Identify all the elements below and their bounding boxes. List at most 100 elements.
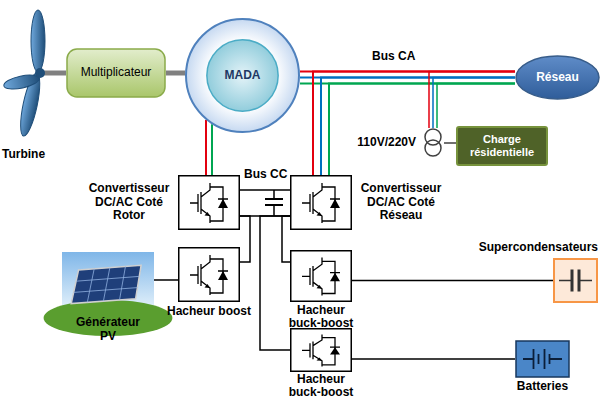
turbine-hub bbox=[35, 68, 45, 78]
connector bbox=[429, 72, 515, 129]
transformer-coil bbox=[425, 140, 441, 156]
supercapacitor-box: Supercondensateurs bbox=[553, 258, 598, 303]
node-label: MADA bbox=[225, 69, 261, 83]
node-label: Réseau bbox=[536, 71, 579, 85]
node-label: 110V/220V bbox=[357, 136, 416, 150]
pv-panel-picture: Générateur PV bbox=[62, 252, 154, 312]
node-label: Turbine bbox=[2, 148, 45, 162]
capacitor-plate bbox=[578, 270, 581, 292]
supercap-outline bbox=[554, 259, 597, 302]
label-anchor: Bus CC bbox=[244, 168, 287, 182]
converter-box: Convertisseur DC/AC Coté Réseau bbox=[290, 175, 352, 230]
node-label: Supercondensateurs bbox=[479, 241, 598, 255]
emitter-arrow bbox=[317, 285, 323, 289]
wire bbox=[240, 216, 250, 262]
wire bbox=[437, 84, 515, 129]
battery-outline bbox=[516, 341, 569, 377]
igbt-lines bbox=[190, 183, 228, 223]
connector bbox=[56, 73, 66, 74]
connector bbox=[444, 143, 456, 144]
supercapacitor-box-outline bbox=[553, 258, 598, 303]
bus-label: Bus CC bbox=[244, 168, 287, 182]
connector bbox=[166, 73, 185, 74]
capacitor-symbol bbox=[265, 199, 283, 205]
converter-box-outline bbox=[290, 175, 352, 230]
switch-outline bbox=[179, 248, 240, 302]
chopper-box: Hacheur buck-boost bbox=[290, 250, 352, 302]
emitter-arrow bbox=[317, 358, 323, 361]
diode-triangle bbox=[330, 347, 340, 354]
turbine-blade bbox=[3, 72, 41, 91]
node-label: Générateur PV bbox=[68, 316, 148, 344]
wire bbox=[166, 71, 185, 76]
igbt-symbol bbox=[190, 255, 228, 295]
igbt-symbol bbox=[190, 183, 228, 223]
switch-outline bbox=[291, 251, 352, 302]
gearbox-box: Multiplicateur bbox=[66, 48, 166, 98]
connector bbox=[206, 120, 212, 175]
igbt-lines bbox=[190, 255, 228, 295]
wire bbox=[211, 124, 213, 175]
connector bbox=[352, 359, 515, 360]
emitter-arrow bbox=[317, 212, 323, 216]
turbine-illustration: Turbine bbox=[2, 8, 56, 146]
wire bbox=[260, 216, 290, 350]
connector bbox=[240, 216, 250, 262]
switch-outline bbox=[291, 176, 352, 230]
switch-outline bbox=[179, 176, 240, 230]
igbt-lines bbox=[302, 334, 340, 366]
node-label: Hacheur boost bbox=[167, 305, 251, 319]
node-label: Convertisseur DC/AC Coté Réseau bbox=[358, 182, 444, 223]
load-box: Charge résidentielle bbox=[456, 126, 548, 166]
wire bbox=[429, 72, 515, 129]
label-anchor: Bus CA bbox=[372, 50, 415, 64]
emitter-arrow bbox=[205, 284, 211, 288]
grid-outline bbox=[516, 56, 599, 99]
chopper-box: Hacheur buck-boost bbox=[290, 328, 352, 372]
chopper-box: Hacheur boost bbox=[178, 247, 240, 302]
diode-triangle bbox=[218, 199, 228, 208]
igbt-symbol bbox=[302, 258, 340, 296]
solar-panel bbox=[71, 265, 141, 303]
connector bbox=[352, 280, 553, 281]
battery-symbol bbox=[523, 349, 562, 369]
battery-box: Batteries bbox=[515, 340, 570, 378]
node-label: Convertisseur DC/AC Coté Rotor bbox=[86, 182, 172, 223]
chopper-box-outline bbox=[178, 247, 240, 302]
connector bbox=[154, 280, 178, 281]
chopper-box-outline bbox=[290, 328, 352, 372]
switch-outline bbox=[291, 329, 352, 372]
wire bbox=[205, 120, 207, 175]
gearbox-outline bbox=[67, 49, 165, 97]
node-label: Hacheur buck-boost bbox=[286, 373, 356, 399]
stator-ring bbox=[186, 19, 299, 132]
igbt-symbol bbox=[302, 334, 340, 366]
node-label: Multiplicateur bbox=[81, 66, 152, 80]
capacitor-lead bbox=[273, 190, 275, 216]
battery-box-outline bbox=[515, 340, 570, 378]
turbine-illustration-outline bbox=[2, 8, 56, 146]
wire bbox=[282, 216, 290, 262]
rotor-circle bbox=[207, 40, 278, 111]
grid-ellipse: Réseau bbox=[515, 55, 600, 100]
igbt-lines bbox=[302, 258, 340, 296]
node-label: Batteries bbox=[517, 380, 568, 394]
pv-panel-picture-outline bbox=[62, 252, 154, 312]
converter-box: Convertisseur DC/AC Coté Rotor bbox=[178, 175, 240, 230]
wire bbox=[352, 280, 553, 282]
wire bbox=[433, 78, 515, 129]
transformer-symbol-outline bbox=[422, 128, 444, 158]
connector bbox=[260, 216, 290, 350]
node-label: Charge résidentielle bbox=[461, 133, 543, 158]
transformer-symbol: 110V/220V bbox=[422, 128, 444, 158]
emitter-arrow bbox=[205, 212, 211, 216]
capacitor-plate bbox=[571, 270, 574, 292]
node-label: Hacheur buck-boost bbox=[286, 304, 356, 330]
turbine-blade bbox=[31, 10, 45, 72]
bus-label: Bus CA bbox=[372, 50, 415, 64]
diode-triangle bbox=[218, 271, 228, 280]
generator-circle: MADA bbox=[185, 18, 300, 133]
panel-grid bbox=[74, 266, 140, 302]
connector bbox=[282, 216, 290, 262]
igbt-symbol bbox=[302, 183, 340, 223]
